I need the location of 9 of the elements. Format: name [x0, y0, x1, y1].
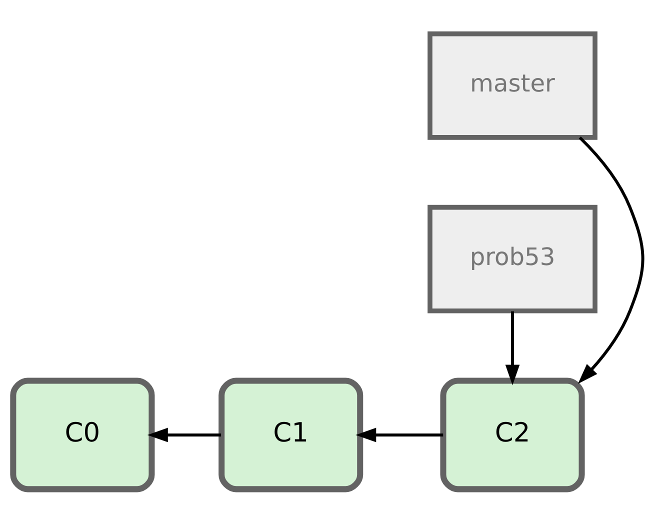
arrow — [356, 428, 444, 442]
node-box: master — [428, 31, 598, 140]
arrow — [505, 311, 520, 386]
node-box: prob53 — [428, 204, 598, 314]
node-box: C1 — [218, 378, 364, 492]
arrow — [147, 428, 222, 442]
node-box: C2 — [440, 378, 585, 492]
arrow — [578, 136, 644, 384]
node-box: C0 — [10, 378, 155, 492]
